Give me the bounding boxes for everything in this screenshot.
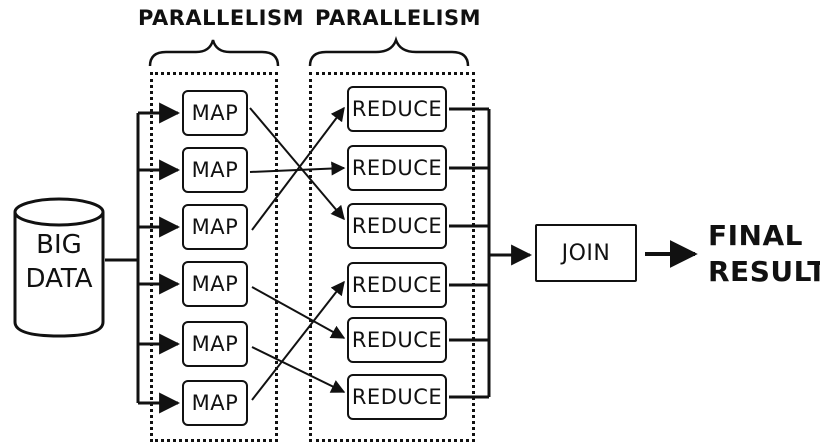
shuffle-arrow xyxy=(251,286,346,339)
map-box: MAP xyxy=(182,321,248,367)
brace-map-group xyxy=(148,39,280,67)
final-result-label: FINAL RESULT xyxy=(708,218,820,290)
reduce-box: REDUCE xyxy=(347,203,447,249)
shuffle-arrow xyxy=(249,107,345,221)
final-result-line2: RESULT xyxy=(708,255,820,288)
shuffle-arrow xyxy=(251,106,345,231)
map-box: MAP xyxy=(182,380,248,426)
shuffle-arrow xyxy=(251,280,345,401)
join-box: JOIN xyxy=(535,224,637,282)
map-box: MAP xyxy=(182,147,248,193)
map-box: MAP xyxy=(182,204,248,250)
map-box: MAP xyxy=(182,261,248,307)
brace-reduce-group xyxy=(308,36,470,67)
reduce-parallelism-header: PARALLELISM xyxy=(315,6,481,30)
reduce-group xyxy=(309,72,475,442)
reduce-box: REDUCE xyxy=(347,262,447,308)
final-result-line1: FINAL xyxy=(708,219,803,252)
map-group xyxy=(150,72,278,442)
map-box: MAP xyxy=(182,90,248,136)
big-data-line2: DATA xyxy=(25,264,93,294)
reduce-box: REDUCE xyxy=(347,86,447,132)
reduce-box: REDUCE xyxy=(347,317,447,363)
database-cylinder-icon xyxy=(13,197,105,338)
map-parallelism-header: PARALLELISM xyxy=(138,6,304,30)
reduce-box: REDUCE xyxy=(347,374,447,420)
reduce-box: REDUCE xyxy=(347,145,447,191)
shuffle-arrow xyxy=(251,346,346,393)
big-data-line1: BIG xyxy=(36,230,82,260)
big-data-label: BIG DATA xyxy=(13,228,105,296)
